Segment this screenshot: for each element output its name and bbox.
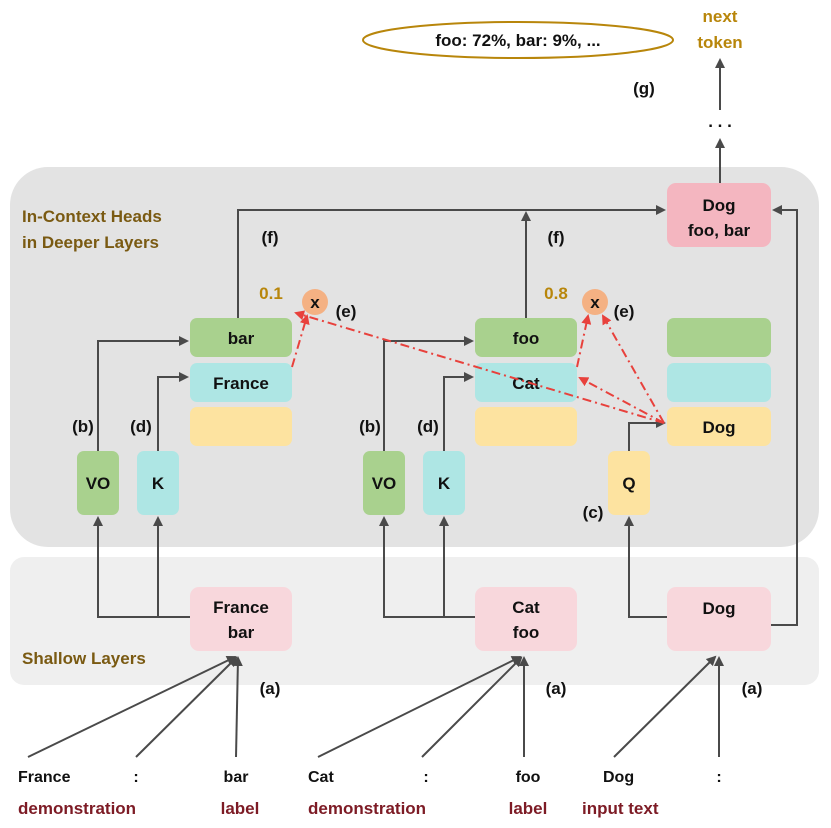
input-token-foo: foo (516, 769, 541, 786)
multiply-symbol-head2: x (590, 293, 600, 312)
final-output-line2: foo, bar (688, 221, 751, 240)
shallow-box-head2 (475, 587, 577, 651)
g-label: (g) (633, 79, 655, 98)
value-text-head2: foo (513, 329, 539, 348)
a-label-head1: (a) (260, 679, 281, 698)
input-arrow-cat (317, 656, 522, 758)
role-label-1: label (221, 799, 260, 818)
residual-arrow (771, 205, 798, 626)
final-output-box (667, 183, 771, 247)
input-token-dog: Dog (603, 769, 634, 786)
input-arrow-bar (232, 656, 243, 758)
q-to-query-arrow (628, 418, 666, 451)
value-text-head1: bar (228, 329, 255, 348)
vo-box-head2 (363, 451, 405, 515)
a-label-head2: (a) (546, 679, 567, 698)
multiply-symbol-head1: x (310, 293, 320, 312)
next-token-label-line1: next (703, 7, 738, 26)
shallow-text-query: Dog (702, 599, 735, 618)
attention-dashed-to-cat (578, 377, 665, 424)
input-arrow-colon1 (135, 656, 238, 758)
input-token-france: France (18, 769, 71, 786)
shallow-box-head1 (190, 587, 292, 651)
f-label-head1: (f) (262, 228, 279, 247)
output-distribution-text: foo: 72%, bar: 9%, ... (435, 31, 600, 50)
d-label-head2: (d) (417, 417, 439, 436)
key-box-head2 (475, 363, 577, 402)
vo-to-value-arrow-head1 (97, 336, 189, 451)
key-text-head2: Cat (512, 374, 540, 393)
value-box-head1 (190, 318, 292, 357)
multiply-circle-head1 (302, 289, 328, 315)
e-label-head2: (e) (614, 302, 635, 321)
k-text-head1: K (152, 474, 165, 493)
k-to-key-arrow-head2 (443, 372, 474, 451)
b-label-head1: (b) (72, 417, 94, 436)
shallow-text-head2-line2: foo (513, 623, 539, 642)
k-text-head2: K (438, 474, 451, 493)
role-input-text: input text (582, 799, 659, 818)
key-text-head1: France (213, 374, 269, 393)
input-arrow-france (27, 655, 237, 758)
input-token-bar: bar (224, 769, 249, 786)
next-token-label-line2: token (697, 33, 742, 52)
q-text: Q (622, 474, 635, 493)
output-distribution-ellipse (362, 21, 674, 59)
attention-weight-head1: 0.1 (259, 284, 283, 303)
multiply-circle-head2 (582, 289, 608, 315)
shallow-text-head2-line1: Cat (512, 598, 540, 617)
key-box-head1 (190, 363, 292, 402)
value-box-head2 (475, 318, 577, 357)
role-demonstration-1: demonstration (18, 799, 136, 818)
vo-text-head2: VO (372, 474, 397, 493)
c-label: (c) (583, 503, 604, 522)
input-arrow-colon2 (421, 656, 523, 758)
attention-weight-head2: 0.8 (544, 284, 568, 303)
shallow-to-vo-arrow-head1 (93, 516, 190, 618)
k-to-key-arrow-head1 (157, 372, 189, 451)
b-label-head2: (b) (359, 417, 381, 436)
query-text: Dog (702, 418, 735, 437)
green-slot-query (667, 318, 771, 357)
e-label-head1: (e) (336, 302, 357, 321)
shallow-text-head1-line2: bar (228, 623, 255, 642)
role-demonstration-2: demonstration (308, 799, 426, 818)
deep-layers-label-line1: In-Context Heads (22, 207, 162, 226)
q-box (608, 451, 650, 515)
query-box (667, 407, 771, 446)
vo-box-head1 (77, 451, 119, 515)
output-ellipsis: . . . (708, 112, 732, 131)
input-token-colon3: : (716, 769, 721, 786)
vo-to-value-arrow-head2 (383, 336, 474, 451)
deep-layers-label-line2: in Deeper Layers (22, 233, 159, 252)
attention-dashed-france-to-x1 (291, 314, 310, 368)
d-label-head1: (d) (130, 417, 152, 436)
attention-dashed-to-x1 (294, 310, 665, 424)
shallow-box-query (667, 587, 771, 651)
input-token-colon1: : (133, 769, 138, 786)
k-box-head1 (137, 451, 179, 515)
f-arrow-head1 (237, 205, 666, 318)
shallow-text-head1-line1: France (213, 598, 269, 617)
attention-dashed-to-x2 (602, 314, 665, 424)
final-output-line1: Dog (702, 196, 735, 215)
input-token-cat: Cat (308, 769, 334, 786)
k-box-head2 (423, 451, 465, 515)
shallow-layers-label: Shallow Layers (22, 649, 146, 668)
role-label-2: label (509, 799, 548, 818)
a-label-query: (a) (742, 679, 763, 698)
attention-dashed-cat-to-x2 (576, 314, 592, 368)
f-label-head2: (f) (548, 228, 565, 247)
query-slot-head1 (190, 407, 292, 446)
input-token-colon2: : (423, 769, 428, 786)
cyan-slot-query (667, 363, 771, 402)
input-arrow-dog (613, 655, 717, 758)
shallow-to-q-arrow (624, 516, 667, 618)
vo-text-head1: VO (86, 474, 111, 493)
query-slot-head2 (475, 407, 577, 446)
